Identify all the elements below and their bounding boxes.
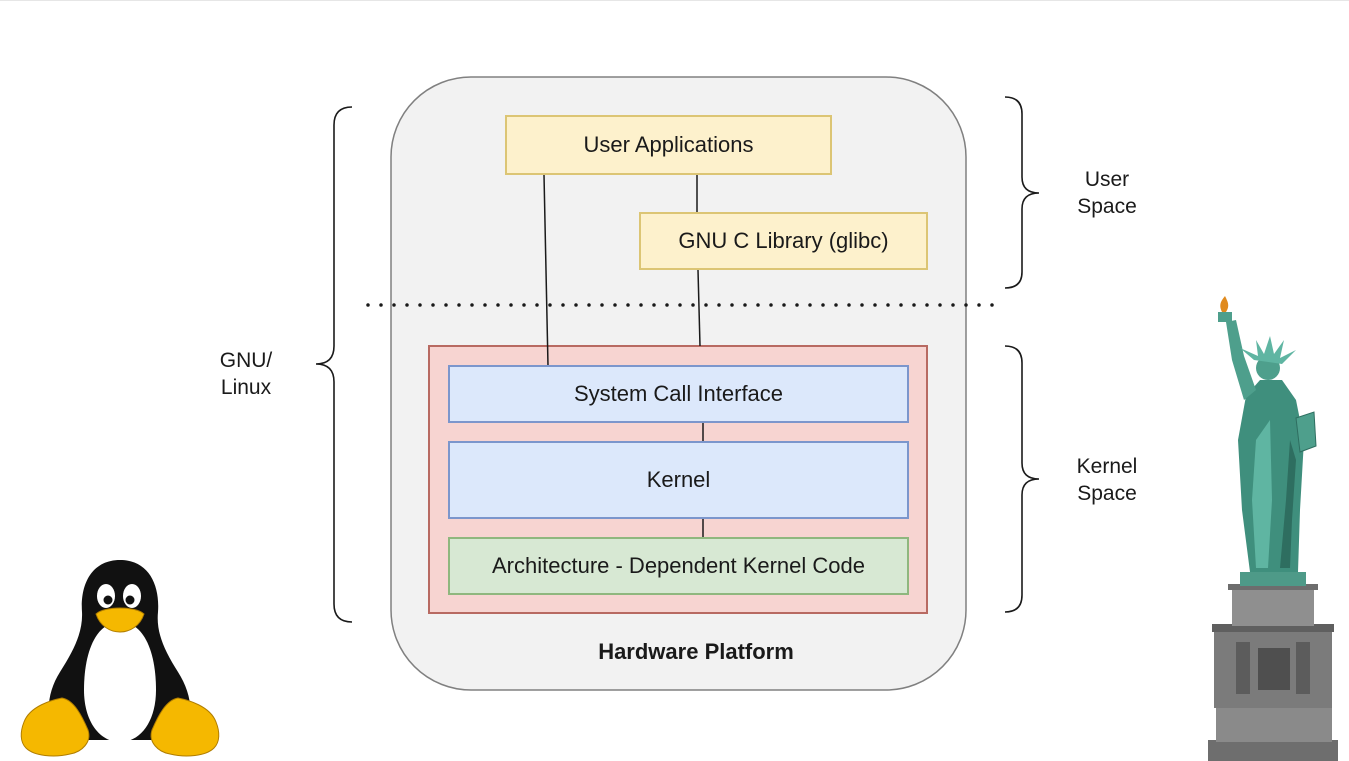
gnu-linux-brace — [315, 106, 353, 623]
statue-of-liberty-image — [1208, 296, 1338, 761]
connector-apps-to-syscall — [543, 174, 549, 367]
user-space-brace — [1004, 96, 1040, 289]
top-divider — [0, 0, 1349, 1]
gnu-linux-label: GNU/ Linux — [219, 349, 273, 399]
hardware-platform-label: Hardware Platform — [598, 639, 794, 664]
arch-dependent-kernel-code-box: Architecture - Dependent Kernel Code — [448, 537, 909, 595]
glibc-box: GNU C Library (glibc) — [639, 212, 928, 270]
system-call-interface-box: System Call Interface — [448, 365, 909, 423]
connector-glibc-to-syscall — [697, 269, 701, 347]
kernel-space-brace — [1004, 345, 1040, 613]
kernel-space-label: Kernel Space — [1076, 455, 1138, 505]
user-space-label: User Space — [1077, 168, 1137, 218]
user-applications-box: User Applications — [505, 115, 832, 175]
tux-penguin-image — [20, 560, 220, 757]
kernel-box: Kernel — [448, 441, 909, 519]
